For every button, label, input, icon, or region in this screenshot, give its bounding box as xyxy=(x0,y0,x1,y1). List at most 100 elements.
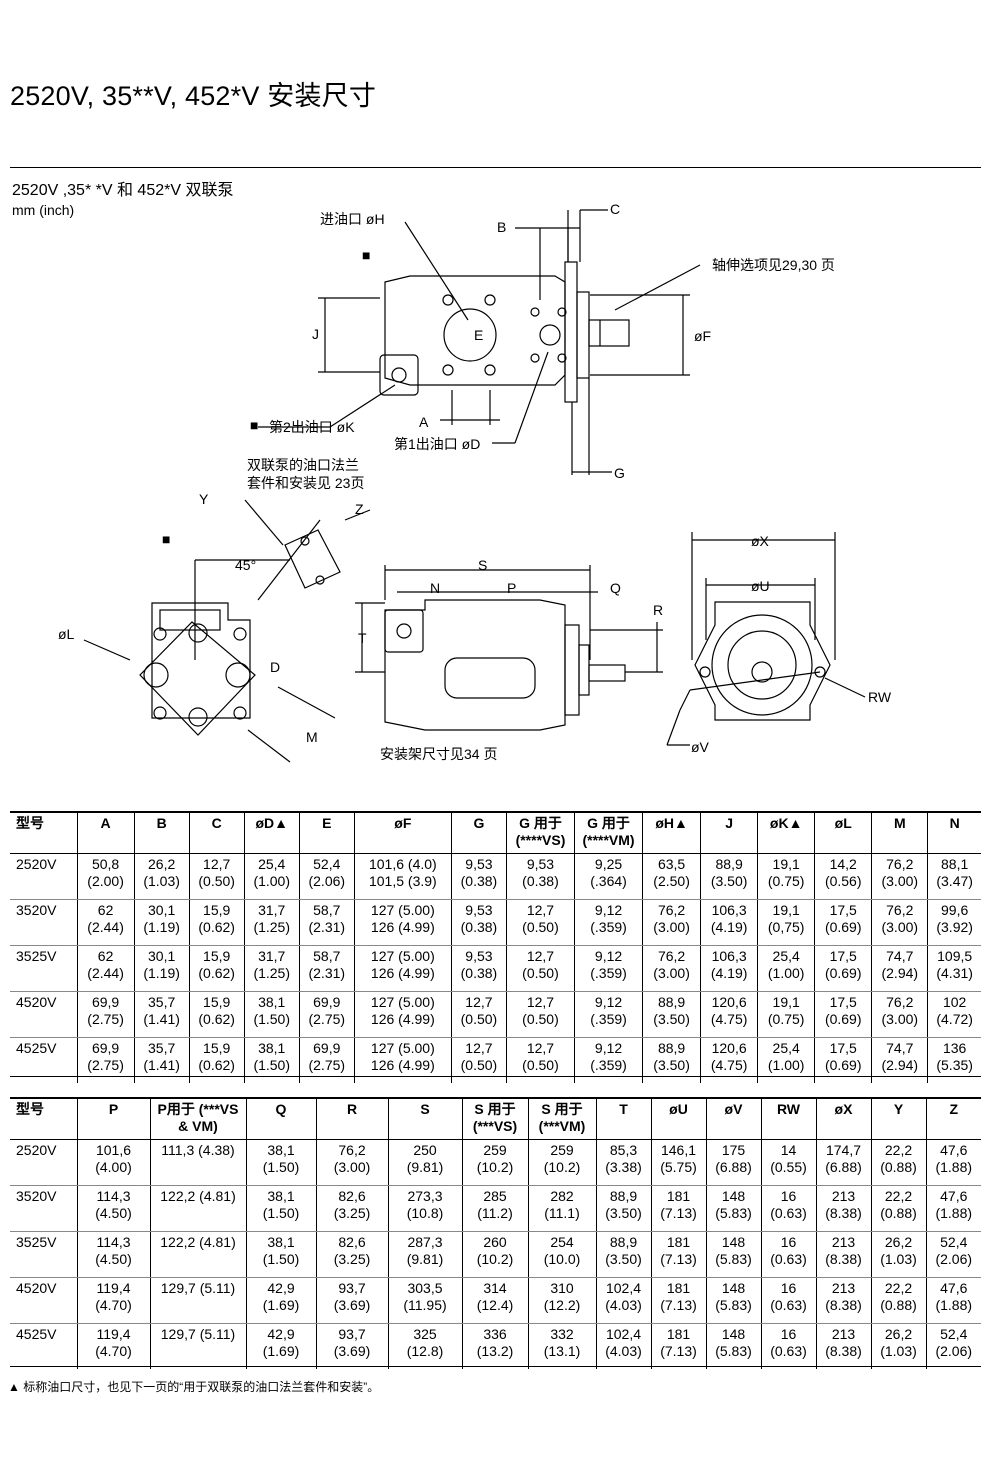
label-N: N xyxy=(430,580,440,596)
table1-header-text: G 用于 xyxy=(587,815,630,831)
cell-line: (0.88) xyxy=(880,1297,917,1313)
value-cell: 259(10.2) xyxy=(462,1139,529,1186)
table1-header-cell: øL xyxy=(814,813,873,854)
value-cell: 9,12(.359) xyxy=(574,945,644,992)
value-cell: 213(8.38) xyxy=(816,1185,872,1232)
table1-header-cell: J xyxy=(700,813,759,854)
pump-dimension-drawing: 进油口 øH ■ B C 轴伸选项见29,30 页 J E øF ■ 第2出油口… xyxy=(58,201,892,763)
cell-line: (0.88) xyxy=(880,1205,917,1221)
value-cell: 47,6(1.88) xyxy=(926,1139,981,1186)
value-cell: 14(0.55) xyxy=(761,1139,817,1186)
model-cell: 4525V xyxy=(10,1323,78,1369)
value-cell: 273,3(10.8) xyxy=(388,1185,463,1232)
value-cell: 119,4(4.70) xyxy=(77,1277,151,1324)
value-cell: 42,9(1.69) xyxy=(246,1277,317,1324)
cell-line: 213 xyxy=(831,1326,856,1342)
cell-line: 129,7 (5.11) xyxy=(160,1280,236,1296)
value-cell: 181(7.13) xyxy=(651,1277,707,1324)
table2-header-cell: øU xyxy=(651,1099,707,1140)
cell-line: 109,5 xyxy=(937,948,973,964)
cell-line: 303,5 xyxy=(407,1280,443,1296)
cell-line: 259 xyxy=(550,1142,574,1158)
cell-line: (4.19) xyxy=(710,965,748,981)
cell-line: (2.06) xyxy=(308,873,346,889)
value-cell: 74,7(2.94) xyxy=(871,1037,929,1083)
cell-line: 19,1 xyxy=(772,902,800,918)
cell-line: 12,7 xyxy=(465,994,493,1010)
cell-line: 38,1 xyxy=(258,1040,286,1056)
cell-line: (.359) xyxy=(590,965,627,981)
table1-header-text: G xyxy=(473,815,485,831)
table2-header-text: 型号 xyxy=(16,1101,44,1117)
table1-header-text: E xyxy=(322,815,332,831)
table1-header-text: 型号 xyxy=(16,815,44,831)
cell-line: 69,9 xyxy=(313,1040,341,1056)
cell-line: (1.25) xyxy=(253,965,291,981)
value-cell: 102,4(4.03) xyxy=(596,1277,652,1324)
table2-header-text: S 用于 xyxy=(541,1101,583,1117)
value-cell: 12,7(0.50) xyxy=(506,899,576,946)
value-cell: 76,2(3.00) xyxy=(871,991,929,1038)
table1-header-cell: øD▲ xyxy=(244,813,300,854)
table1-header-text: (****VS) xyxy=(515,832,566,848)
cell-line: (.359) xyxy=(590,919,627,935)
value-cell: 127 (5.00)126 (4.99) xyxy=(354,945,452,992)
table2-header-cell: 型号 xyxy=(10,1099,78,1140)
table1-header-text: øF xyxy=(394,815,412,831)
value-cell: 9,53(0.38) xyxy=(451,899,507,946)
cell-line: (1.03) xyxy=(143,873,180,889)
value-cell: 31,7(1.25) xyxy=(244,945,300,992)
cell-line: 22,2 xyxy=(884,1280,913,1296)
value-cell: 148(5.83) xyxy=(706,1323,762,1369)
table1-header-text: G 用于 xyxy=(519,815,562,831)
table2-header-text: øU xyxy=(669,1101,688,1117)
cell-line: 136 xyxy=(942,1040,967,1056)
value-cell: 93,7(3.69) xyxy=(316,1323,389,1369)
value-cell: 310(12.2) xyxy=(528,1277,597,1324)
cell-line: (10.2) xyxy=(543,1159,581,1175)
cell-line: (4.31) xyxy=(936,965,973,981)
cell-line: 88,9 xyxy=(657,994,686,1010)
table1-header-text: øK▲ xyxy=(769,815,803,831)
cell-line: 38,1 xyxy=(267,1234,295,1250)
cell-line: (11.1) xyxy=(544,1205,580,1221)
table1-header-text: øH▲ xyxy=(655,815,688,831)
cell-line: 17,5 xyxy=(829,994,857,1010)
cell-line: 82,6 xyxy=(338,1188,366,1204)
value-cell: 106,3(4.19) xyxy=(700,899,759,946)
cell-line: 85,3 xyxy=(609,1142,638,1158)
label-Y: Y xyxy=(199,491,209,507)
value-cell: 19,1(0.75) xyxy=(757,853,816,900)
cell-line: 126 (4.99) xyxy=(370,1011,435,1027)
cell-line: (12.8) xyxy=(406,1343,444,1359)
cell-line: (2.94) xyxy=(881,1057,919,1073)
cell-line: (2.06) xyxy=(935,1343,973,1359)
label-Z: Z xyxy=(355,501,364,517)
cell-line: (0.50) xyxy=(460,1057,498,1073)
cell-line: (0.63) xyxy=(770,1205,807,1221)
page-title: 2520V, 35**V, 452*V 安装尺寸 xyxy=(10,81,377,111)
cell-line: 62 xyxy=(97,902,114,918)
table2-header-text: RW xyxy=(776,1101,801,1117)
model-cell: 4520V xyxy=(10,991,78,1038)
value-cell: 38,1(1.50) xyxy=(244,1037,300,1083)
cell-line: (11.95) xyxy=(403,1297,447,1313)
label-F: øF xyxy=(694,328,711,344)
label-G: G xyxy=(614,465,625,481)
cell-line: 4520V xyxy=(16,1280,57,1296)
cell-line: 16 xyxy=(780,1234,797,1250)
label-outlet2: 第2出油口 øK xyxy=(269,419,355,435)
cell-line: 254 xyxy=(550,1234,574,1250)
label-V: øV xyxy=(691,739,710,755)
cell-line: (3.47) xyxy=(936,873,973,889)
table1-header-cell: øK▲ xyxy=(757,813,816,854)
table2-header-text: S xyxy=(420,1101,430,1117)
cell-line: 17,5 xyxy=(829,902,857,918)
value-cell: 69,9(2.75) xyxy=(77,991,135,1038)
cell-line: 9,12 xyxy=(594,994,623,1010)
cell-line: 15,9 xyxy=(203,902,231,918)
value-cell: 325(12.8) xyxy=(388,1323,463,1369)
table2-header-cell: S xyxy=(388,1099,463,1140)
